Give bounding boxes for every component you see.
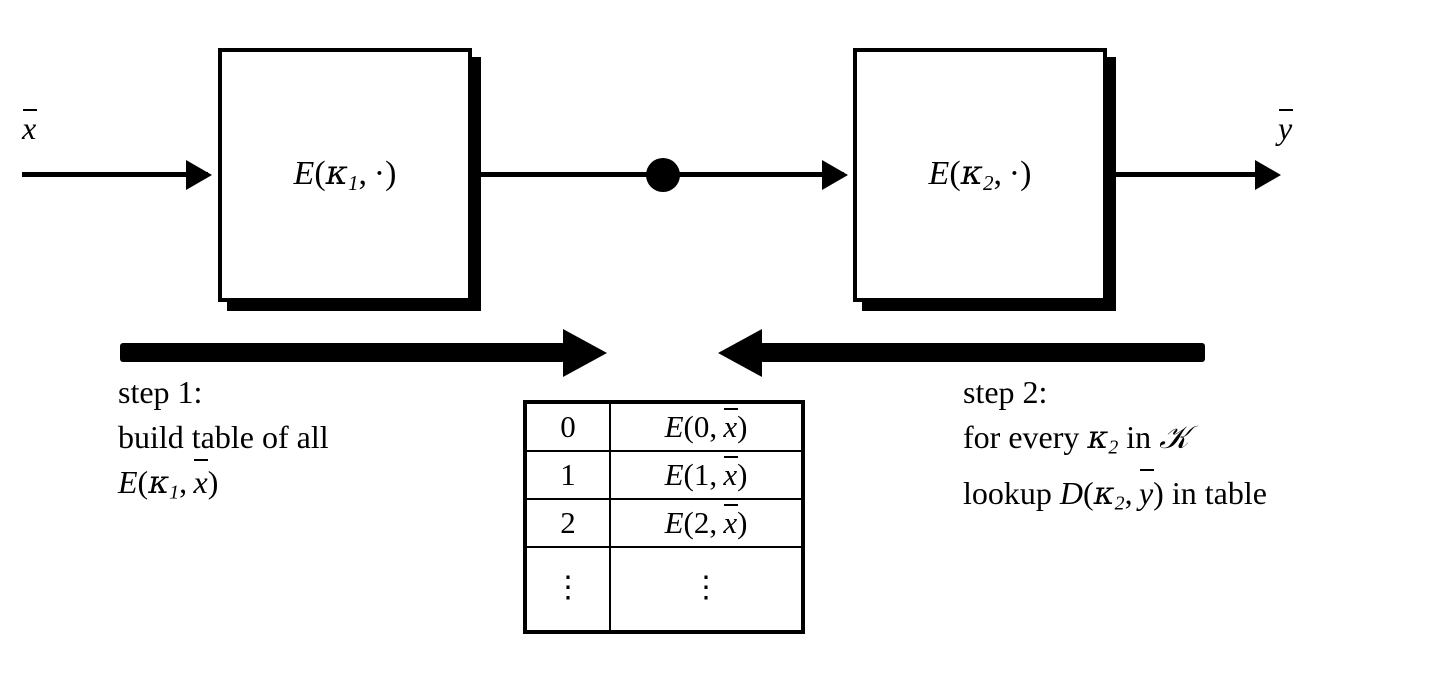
input-arrowhead-icon bbox=[186, 160, 212, 190]
step-2-line-2: for every 𝜅2 in 𝒦 bbox=[963, 418, 1189, 459]
output-arrowhead-icon bbox=[1255, 160, 1281, 190]
input-wire bbox=[22, 172, 208, 177]
first-encryption-box: E(𝜅1, ·) bbox=[218, 48, 472, 302]
output-label-y: y bbox=[1278, 108, 1293, 146]
step-2-line-3: lookup D(𝜅2, y) in table bbox=[963, 469, 1267, 527]
step-2-heading: step 2: bbox=[963, 374, 1048, 410]
table-cell-value: E(2, x) bbox=[609, 498, 804, 548]
step-1-caption: step 1: build table of all E(𝜅1, x) bbox=[118, 370, 329, 516]
table-cell-key-ellipsis: ⋮ bbox=[524, 546, 611, 633]
table-cell-key: 2 bbox=[524, 498, 611, 548]
table-row: 0 E(0, x) bbox=[524, 401, 804, 452]
step-1-arrowhead-icon bbox=[563, 329, 607, 377]
table-row-ellipsis: ⋮ ⋮ bbox=[524, 546, 804, 633]
step-1-line-3: E(𝜅1, x) bbox=[118, 458, 329, 516]
second-encryption-label: E(𝜅2, ·) bbox=[928, 153, 1032, 195]
first-encryption-label: E(𝜅1, ·) bbox=[293, 153, 397, 195]
precomputed-lookup-table: 0 E(0, x) 1 E(1, x) 2 E(2, x) ⋮ bbox=[523, 400, 805, 634]
table-cell-value-ellipsis: ⋮ bbox=[609, 546, 804, 633]
table-cell-value: E(0, x) bbox=[609, 401, 804, 452]
step-2-caption: step 2: for every 𝜅2 in 𝒦 lookup D(𝜅2, y… bbox=[963, 370, 1267, 526]
intermediate-value-node-icon bbox=[646, 158, 680, 192]
table-cell-key: 0 bbox=[524, 401, 611, 452]
step-1-line-2: build table of all bbox=[118, 419, 329, 455]
table-cell-key: 1 bbox=[524, 450, 611, 500]
step-1-heading: step 1: bbox=[118, 374, 203, 410]
step-1-arrow-shaft bbox=[120, 343, 565, 362]
table-row: 1 E(1, x) bbox=[524, 450, 804, 500]
table-cell-value: E(1, x) bbox=[609, 450, 804, 500]
second-encryption-box: E(𝜅2, ·) bbox=[853, 48, 1107, 302]
input-label-x: x bbox=[22, 108, 37, 146]
step-2-arrow-shaft bbox=[760, 343, 1205, 362]
second-box-arrowhead-icon bbox=[822, 160, 848, 190]
table-row: 2 E(2, x) bbox=[524, 498, 804, 548]
step-2-arrowhead-icon bbox=[718, 329, 762, 377]
output-wire bbox=[1107, 172, 1257, 177]
